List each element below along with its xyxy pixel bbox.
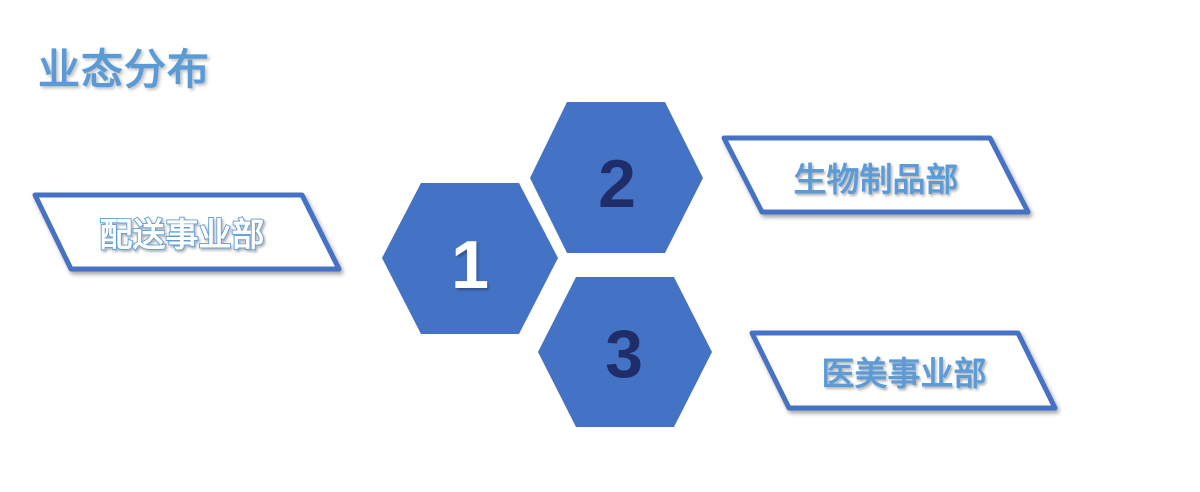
hexagon-2-shape <box>530 102 703 253</box>
department-box-2-border <box>721 135 1031 215</box>
hexagon-3: 3 <box>538 277 712 427</box>
department-label-2: 生物制品部 <box>794 160 959 199</box>
page-title: 业态分布 <box>38 45 211 94</box>
department-box-3-border <box>749 330 1058 411</box>
department-box-2: 生物制品部 <box>721 135 1031 215</box>
department-box-1-border <box>32 192 342 272</box>
department-label-1: 配送事业部 <box>100 215 265 254</box>
hexagon-3-shape <box>538 277 712 427</box>
hexagon-1-number: 1 <box>451 227 489 303</box>
hexagon-2: 2 <box>530 102 703 253</box>
hexagon-2-number: 2 <box>598 146 636 222</box>
department-box-1: 配送事业部 <box>32 192 342 272</box>
department-box-3: 医美事业部 <box>749 330 1058 411</box>
department-label-3: 医美事业部 <box>822 354 987 393</box>
hexagon-1: 1 <box>382 183 558 334</box>
hexagon-1-shape <box>382 183 558 334</box>
hexagon-3-number: 3 <box>605 316 643 392</box>
